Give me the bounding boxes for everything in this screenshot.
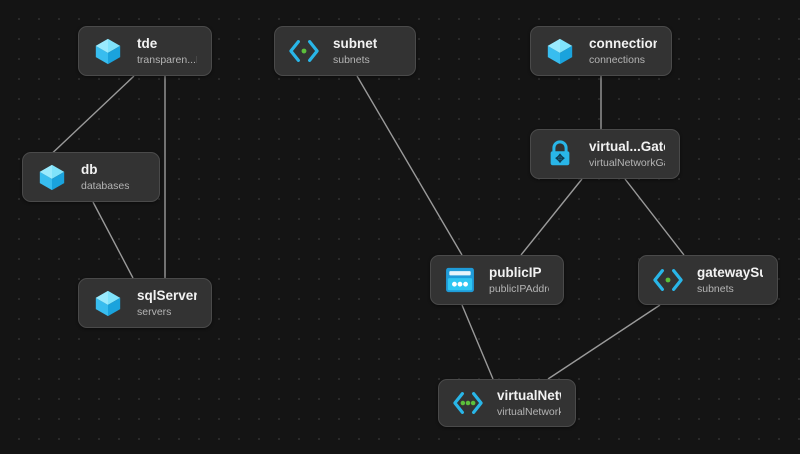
node-virtualNetwork[interactable]: virtualNetwork virtualNetworks bbox=[438, 379, 576, 427]
node-publicIP[interactable]: publicIP publicIPAddresses bbox=[430, 255, 564, 305]
node-title: virtualNetwork bbox=[497, 387, 561, 403]
node-label-group: connection connections bbox=[589, 36, 657, 67]
node-label-group: sqlServer servers bbox=[137, 288, 197, 319]
cube-icon bbox=[91, 286, 125, 320]
node-title: virtual...Gateway bbox=[589, 138, 665, 154]
chevron-one-dot-icon bbox=[651, 263, 685, 297]
node-label-group: db databases bbox=[81, 162, 129, 193]
node-subtitle: virtualNetworks bbox=[497, 405, 561, 418]
node-label-group: subnet subnets bbox=[333, 36, 377, 67]
chevron-three-dots-icon bbox=[451, 386, 485, 420]
node-subtitle: databases bbox=[81, 179, 130, 192]
cube-icon bbox=[35, 160, 69, 194]
edge-virtualGateway-to-publicIP bbox=[520, 178, 583, 256]
chevron-one-dot-icon bbox=[287, 34, 321, 68]
edge-tde-to-db bbox=[43, 75, 135, 162]
node-label-group: virtualNetwork virtualNetworks bbox=[497, 388, 561, 419]
node-label-group: publicIP publicIPAddresses bbox=[489, 265, 549, 296]
cube-icon bbox=[91, 34, 125, 68]
edge-db-to-sqlServer bbox=[92, 201, 134, 279]
node-subtitle: publicIPAddresses bbox=[489, 282, 549, 295]
node-connection[interactable]: connection connections bbox=[530, 26, 672, 76]
node-subtitle: virtualNetworkGateways bbox=[589, 156, 665, 169]
node-virtualGateway[interactable]: virtual...Gateway virtualNetworkGateways bbox=[530, 129, 680, 179]
edge-gatewaySubnet-to-virtualNetwork bbox=[547, 304, 661, 380]
node-label-group: virtual...Gateway virtualNetworkGateways bbox=[589, 139, 665, 170]
node-subtitle: transparen...Encryption bbox=[137, 53, 197, 66]
cube-icon bbox=[543, 34, 577, 68]
node-subtitle: subnets bbox=[697, 282, 734, 295]
lock-arrows-icon bbox=[543, 137, 577, 171]
node-title: connection bbox=[589, 35, 657, 51]
node-subtitle: subnets bbox=[333, 53, 370, 66]
node-gatewaySubnet[interactable]: gatewaySubnet subnets bbox=[638, 255, 778, 305]
node-db[interactable]: db databases bbox=[22, 152, 160, 202]
edge-subnet-to-publicIP bbox=[356, 75, 463, 256]
node-title: subnet bbox=[333, 35, 378, 51]
node-subtitle: servers bbox=[137, 305, 172, 318]
edge-virtualGateway-to-gatewaySubnet bbox=[624, 178, 685, 256]
node-sqlServer[interactable]: sqlServer servers bbox=[78, 278, 212, 328]
node-title: tde bbox=[137, 35, 158, 51]
node-title: db bbox=[81, 161, 98, 177]
edge-publicIP-to-virtualNetwork bbox=[461, 304, 494, 380]
node-tde[interactable]: tde transparen...Encryption bbox=[78, 26, 212, 76]
node-subtitle: connections bbox=[589, 53, 646, 66]
node-title: sqlServer bbox=[137, 287, 197, 303]
node-title: publicIP bbox=[489, 264, 542, 280]
node-title: gatewaySubnet bbox=[697, 264, 763, 280]
public-ip-window-icon bbox=[443, 263, 477, 297]
node-label-group: gatewaySubnet subnets bbox=[697, 265, 763, 296]
node-subnet[interactable]: subnet subnets bbox=[274, 26, 416, 76]
node-label-group: tde transparen...Encryption bbox=[137, 36, 197, 67]
